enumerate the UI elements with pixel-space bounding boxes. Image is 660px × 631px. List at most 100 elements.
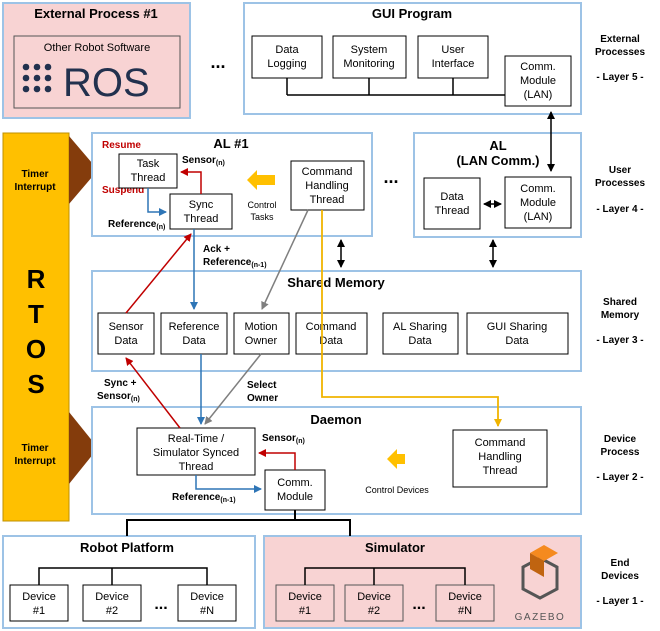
layer3-line2: Memory — [601, 310, 640, 321]
select-owner-line1: Select — [247, 380, 277, 391]
data-thread-line2: Thread — [435, 205, 470, 217]
rtos-letter-t: T — [28, 299, 44, 329]
rp-deviceN-line2: #N — [200, 605, 214, 617]
sensor-data-to-sync-arrow — [125, 233, 192, 314]
al1-command-handling-line2: Handling — [305, 180, 348, 192]
gui-sharing-line1: GUI Sharing — [487, 321, 548, 333]
command-data-line2: Data — [319, 335, 343, 347]
layer4-line1: User — [609, 165, 631, 176]
sync-sensor-line1: Sync + — [104, 378, 137, 389]
daemon-comm-module-line1: Comm. — [277, 477, 312, 489]
gui-comm-module-line2: Module — [520, 75, 556, 87]
al1-panel: AL #1 Resume Suspend Task Thread Sync Th… — [91, 132, 373, 237]
data-logging-line1: Data — [275, 44, 299, 56]
al1-command-handling-line1: Command — [302, 166, 353, 178]
device-bus-connector — [126, 510, 351, 536]
timer-interrupt-arrow-bottom-icon — [69, 412, 98, 484]
data-logging-line2: Logging — [267, 58, 306, 70]
rp-device1-line1: Device — [22, 591, 56, 603]
layer2-line1: Device — [604, 434, 637, 445]
timer-interrupt-arrow-top-icon — [69, 136, 98, 204]
external-process-panel: External Process #1 Other Robot Software… — [2, 2, 191, 119]
rtos-letter-o: O — [26, 334, 46, 364]
external-process-title: External Process #1 — [34, 6, 158, 21]
data-thread-line1: Data — [440, 191, 464, 203]
rtos-bar: Timer Interrupt R T O S Timer Interrupt — [2, 132, 98, 522]
al-lan-panel: AL (LAN Comm.) Data Thread Comm. Module … — [413, 132, 582, 238]
rt-thread-to-sensor-data-arrow — [125, 357, 181, 429]
al1-reference-label: Reference(n) — [108, 219, 165, 231]
rp-deviceN-line1: Device — [190, 591, 224, 603]
sensor-to-task-arrow — [180, 168, 202, 194]
motion-owner-to-rt-arrow — [204, 353, 262, 425]
gazebo-logo-text: GAZEBO — [515, 612, 566, 623]
select-owner-line2: Owner — [247, 393, 278, 404]
layer3-line1: Shared — [603, 297, 637, 308]
ros-logo: ROS — [22, 61, 150, 105]
layer3-line3: - Layer 3 - — [596, 335, 643, 346]
control-tasks-arrow-icon — [247, 170, 275, 190]
ros-logo-text: ROS — [63, 61, 150, 105]
timer-interrupt-top-line2: Interrupt — [14, 182, 56, 193]
sim-deviceN-line1: Device — [448, 591, 482, 603]
lan-comm-module-line1: Comm. — [520, 183, 555, 195]
daemon-comm-module-line2: Module — [277, 491, 313, 503]
simulator-panel: Simulator Device #1 Device #2 ... Device… — [263, 535, 582, 629]
al-lan-title-line2: (LAN Comm.) — [456, 153, 539, 168]
suspend-label: Suspend — [102, 185, 144, 196]
al1-command-handling-line3: Thread — [310, 194, 345, 206]
user-interface-line2: Interface — [432, 58, 475, 70]
task-thread-line1: Task — [137, 158, 160, 170]
layer5-line1: External — [600, 34, 640, 45]
rp-bus-lines — [38, 567, 208, 585]
sync-thread-line1: Sync — [189, 199, 214, 211]
rp-device2-line2: #2 — [106, 605, 118, 617]
daemon-sensor-label: Sensor(n) — [262, 433, 305, 445]
gazebo-cube-icon — [521, 556, 559, 600]
ack-line2: Reference(n-1) — [203, 257, 267, 269]
sync-sensor-line2: Sensor(n) — [97, 391, 140, 403]
rtos-letter-r: R — [27, 264, 46, 294]
resume-label: Resume — [102, 140, 141, 151]
command-data-line1: Command — [306, 321, 357, 333]
gazebo-logo: GAZEBO — [515, 545, 566, 623]
sim-bus-lines — [304, 567, 466, 585]
timer-interrupt-bottom-line2: Interrupt — [14, 456, 56, 467]
task-thread-line2: Thread — [131, 172, 166, 184]
sim-device1-line1: Device — [288, 591, 322, 603]
shared-memory-panel: Shared Memory Sensor Data Reference Data… — [91, 270, 582, 372]
shared-memory-title: Shared Memory — [287, 275, 385, 290]
gui-program-title: GUI Program — [372, 6, 452, 21]
daemon-command-handling-line1: Command — [475, 437, 526, 449]
control-tasks-line2: Tasks — [250, 212, 274, 222]
daemon-command-handling-line3: Thread — [483, 465, 518, 477]
sync-thread-line2: Thread — [184, 213, 219, 225]
rp-ellipsis: ... — [154, 596, 167, 613]
al-sharing-line2: Data — [408, 335, 432, 347]
sim-device1-line2: #1 — [299, 605, 311, 617]
daemon-command-handling-line2: Handling — [478, 451, 521, 463]
rt-to-comm-reference-arrow — [195, 475, 262, 493]
reference-data-line2: Data — [182, 335, 206, 347]
rt-thread-line2: Simulator Synced — [153, 447, 239, 459]
layer1-line1: End — [611, 558, 630, 569]
simulator-title: Simulator — [365, 540, 425, 555]
rp-device1-line2: #1 — [33, 605, 45, 617]
layer2-line2: Process — [601, 447, 640, 458]
gazebo-left-face-icon — [530, 553, 544, 577]
sim-deviceN-line2: #N — [458, 605, 472, 617]
sensor-data-line2: Data — [114, 335, 138, 347]
command-to-daemon-handler-arrow — [321, 210, 502, 427]
timer-interrupt-bottom-line1: Timer — [21, 443, 48, 454]
rtos-letter-s: S — [27, 369, 44, 399]
gui-comm-module-line3: (LAN) — [524, 89, 553, 101]
user-interface-line1: User — [441, 44, 465, 56]
layer2-label: Device Process - Layer 2 - — [596, 434, 643, 483]
al1-title: AL #1 — [213, 136, 248, 151]
layer4-label: User Processes - Layer 4 - — [595, 165, 645, 215]
gui-bus-lines — [286, 78, 505, 96]
layer3-label: Shared Memory - Layer 3 - — [596, 297, 643, 346]
rt-thread-line1: Real-Time / — [168, 433, 225, 445]
